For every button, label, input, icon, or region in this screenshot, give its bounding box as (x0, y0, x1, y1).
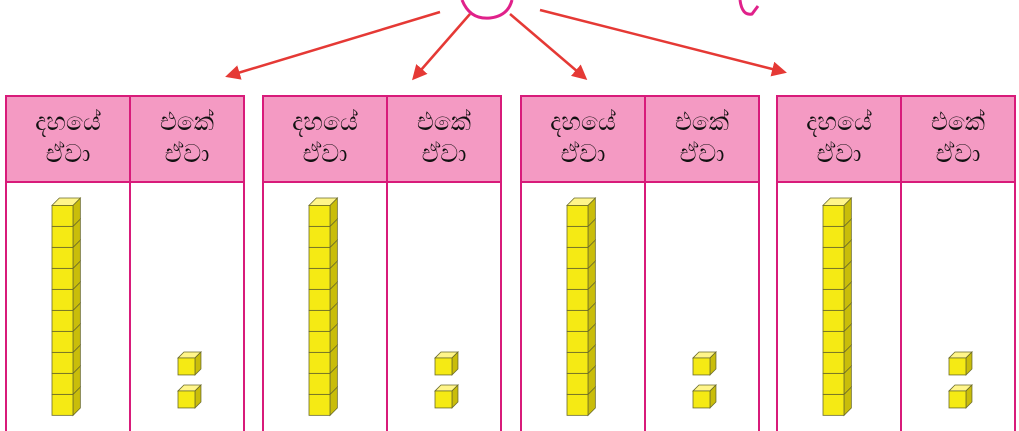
column-divider (386, 95, 388, 431)
ones-column-header: එකේ ඒවා (388, 95, 500, 181)
column-divider (129, 95, 131, 431)
arrow-2 (412, 13, 471, 81)
table-header (778, 95, 1014, 183)
tens-header-line-1: දහයේ (550, 107, 616, 136)
ones-header-line-2: ඒවා (679, 139, 725, 168)
tens-header-line-2: ඒවා (560, 139, 606, 168)
title-fragment-glyph (460, 0, 514, 20)
tens-header-line-2: ඒවා (45, 139, 91, 168)
arrow-4 (539, 8, 787, 77)
ones-column-header: එකේ ඒවා (902, 95, 1014, 181)
table-header (7, 95, 243, 183)
ones-header-line-1: එකේ (930, 107, 986, 136)
tens-header-line-1: දහයේ (292, 107, 358, 136)
ones-header-line-1: එකේ (159, 107, 215, 136)
tens-column-header: දහයේ ඒවා (778, 95, 900, 181)
tens-column-header: දහයේ ඒවා (522, 95, 644, 181)
tens-column-header: දහයේ ඒවා (7, 95, 129, 181)
place-value-table-2: දහයේ ඒවා එකේ ඒවා (262, 95, 502, 431)
place-value-table-4: දහයේ ඒවා එකේ ඒවා (776, 95, 1016, 431)
table-header (264, 95, 500, 183)
column-divider (900, 95, 902, 431)
column-divider (644, 95, 646, 431)
arrow-1 (225, 10, 441, 80)
ones-header-line-1: එකේ (674, 107, 730, 136)
ones-header-line-2: ඒවා (164, 139, 210, 168)
tens-header-line-1: දහයේ (35, 107, 101, 136)
ones-column-header: එකේ ඒවා (646, 95, 758, 181)
ones-header-line-1: එකේ (416, 107, 472, 136)
place-value-table-1: දහයේ ඒවා එකේ ඒවා (5, 95, 245, 431)
ones-column-header: එකේ ඒවා (131, 95, 243, 181)
tens-header-line-2: ඒවා (302, 139, 348, 168)
arrow-3 (509, 13, 588, 80)
tens-column-header: දහයේ ඒවා (264, 95, 386, 181)
ones-header-line-2: ඒවා (935, 139, 981, 168)
tens-header-line-1: දහයේ (806, 107, 872, 136)
ones-header-line-2: ඒවා (421, 139, 467, 168)
tens-header-line-2: ඒවා (816, 139, 862, 168)
table-header (522, 95, 758, 183)
title-fragment-glyph (738, 0, 760, 16)
place-value-table-3: දහයේ ඒවා එකේ ඒවා (520, 95, 760, 431)
